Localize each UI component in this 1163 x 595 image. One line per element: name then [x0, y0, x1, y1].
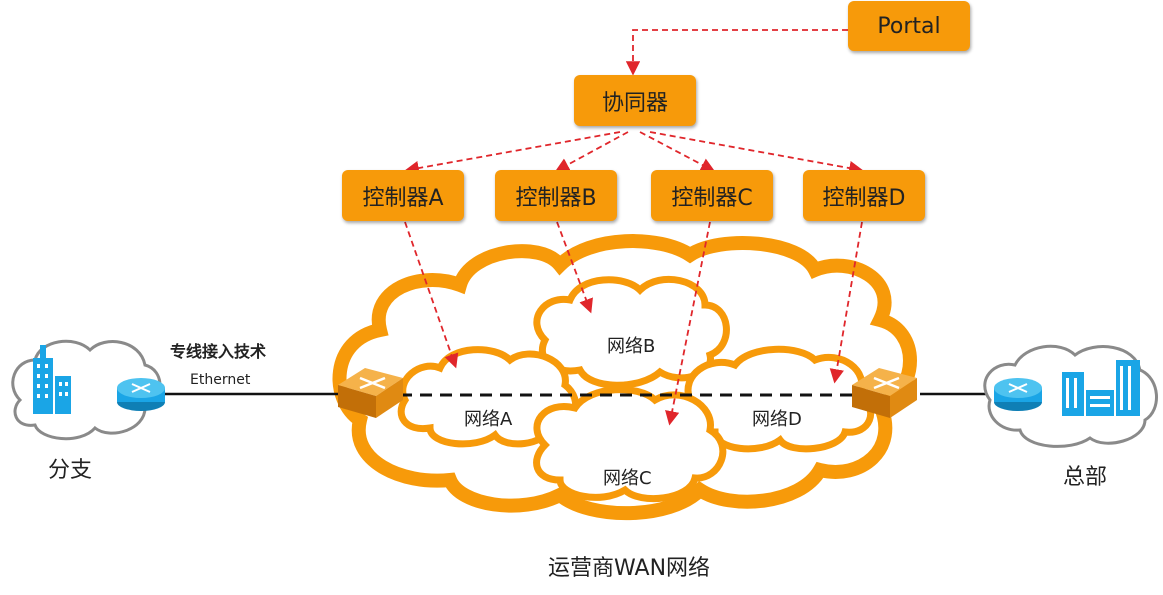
arrow-orchestrator-to-controller-b [554, 131, 629, 172]
orchestrator-box[interactable]: 协同器 [574, 75, 696, 126]
control-arrows [404, 29, 864, 426]
network-b-label: 网络B [607, 336, 656, 357]
access-tech: Ethernet [190, 372, 251, 388]
network-d-label: 网络D [752, 409, 802, 430]
building-icon [1062, 360, 1140, 416]
network-a-label: 网络A [464, 409, 513, 430]
branch-label: 分支 [48, 458, 93, 483]
controller-b-box[interactable]: 控制器B [495, 170, 617, 221]
arrow-orchestrator-to-controller-c [639, 131, 716, 172]
controller-a-box[interactable]: 控制器A [342, 170, 464, 221]
network-c-label: 网络C [603, 468, 652, 489]
arrow-portal-to-orchestrator [625, 29, 848, 76]
wan-label: 运营商WAN网络 [548, 556, 711, 581]
portal-label: Portal [877, 13, 941, 39]
router-icon [117, 378, 165, 411]
arrow-controller-a-to-network-a [404, 221, 459, 369]
controller-d-box[interactable]: 控制器D [803, 170, 925, 221]
arrow-controller-b-to-network-b [556, 221, 593, 314]
router-icon [994, 378, 1042, 411]
orchestrator-label: 协同器 [601, 90, 668, 116]
access-title: 专线接入技术 [170, 342, 267, 361]
controller-d-label: 控制器D [822, 185, 906, 211]
portal-box[interactable]: Portal [848, 1, 970, 51]
switch-icon [338, 368, 403, 418]
controller-c-box[interactable]: 控制器C [651, 170, 773, 221]
arrow-orchestrator-to-controller-d [649, 131, 864, 176]
building-icon [33, 345, 71, 414]
controller-a-label: 控制器A [362, 185, 444, 211]
arrow-controller-c-to-network-c [665, 221, 711, 426]
arrow-orchestrator-to-controller-a [404, 131, 621, 176]
arrow-controller-d-to-network-d [829, 221, 863, 384]
controller-c-label: 控制器C [671, 185, 753, 211]
controller-b-label: 控制器B [515, 185, 597, 211]
hq-label: 总部 [1063, 465, 1108, 490]
switch-icon [852, 368, 917, 418]
